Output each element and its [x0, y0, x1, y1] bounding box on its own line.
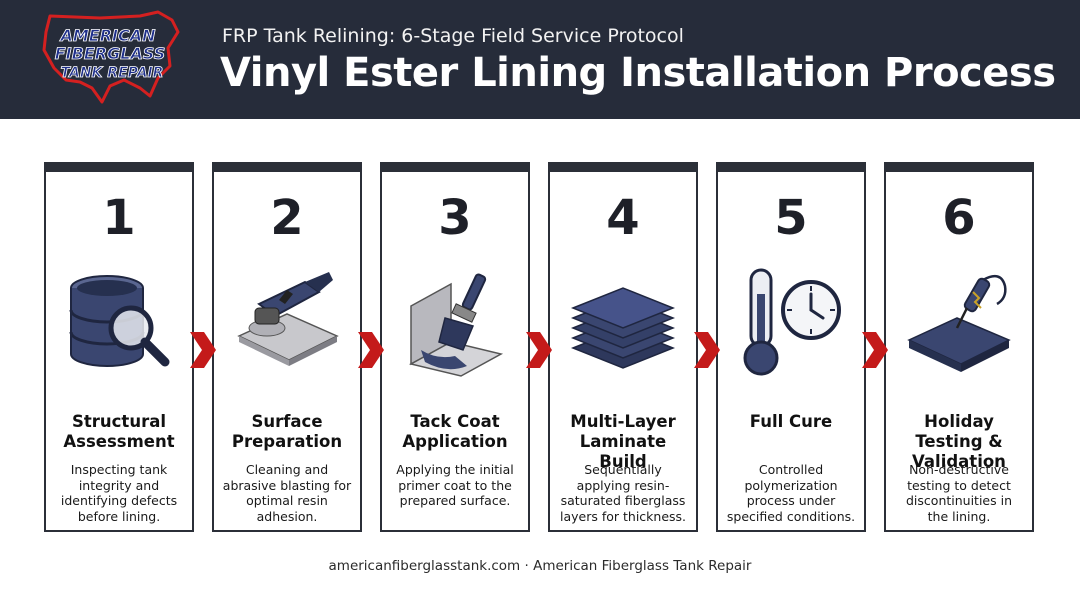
- step-description: Applying the initial primer coat to the …: [396, 462, 514, 508]
- step-number: 2: [270, 190, 304, 246]
- step-title: Holiday Testing & Validation: [912, 412, 1006, 471]
- step-number: 5: [774, 190, 808, 246]
- step-card-5: 5 Full Cure Controlled polymerization pr…: [716, 162, 866, 532]
- step-title: Structural Assessment: [63, 412, 175, 451]
- step-card-1: 1 Structural Assessment Inspecting tank …: [44, 162, 194, 532]
- chevron-right-icon: [526, 332, 552, 368]
- thermometer-clock-icon: [743, 268, 841, 376]
- step-title: Tack Coat Application: [402, 412, 508, 451]
- step-description: Inspecting tank integrity and identifyin…: [60, 462, 178, 524]
- step-card-6: 6 Holiday Testing & Validation Non-destr…: [884, 162, 1034, 532]
- spark-probe-icon: [907, 274, 1011, 372]
- step-number: 1: [102, 190, 136, 246]
- tank-magnifier-icon: [69, 275, 170, 367]
- step-description: Sequentially applying resin-saturated fi…: [559, 462, 687, 524]
- step-title: Full Cure: [749, 412, 833, 431]
- step-description: Controlled polymerization process under …: [726, 462, 856, 524]
- step-number: 4: [606, 190, 640, 246]
- angle-grinder-icon: [237, 272, 339, 366]
- step-description: Non-destructive testing to detect discon…: [906, 462, 1012, 524]
- chevron-right-icon: [358, 332, 384, 368]
- step-title: Multi-Layer Laminate Build: [570, 412, 676, 471]
- chevron-right-icon: [694, 332, 720, 368]
- step-card-2: 2 Surface Preparation Cleaning and abras…: [212, 162, 362, 532]
- step-number: 3: [438, 190, 472, 246]
- step-card-3: 3 Tack Coat Application Applying the ini…: [380, 162, 530, 532]
- logo-line-2: FIBERGLASS: [55, 44, 166, 63]
- step-number: 6: [942, 190, 976, 246]
- company-logo: AMERICAN FIBERGLASS TANK REPAIR: [42, 10, 180, 104]
- header-subtitle: FRP Tank Relining: 6-Stage Field Service…: [222, 25, 684, 47]
- logo-line-3: TANK REPAIR: [61, 65, 164, 81]
- chevron-right-icon: [862, 332, 888, 368]
- step-card-4: 4 Multi-Layer Laminate Build Sequentiall…: [548, 162, 698, 532]
- footer-text: americanfiberglasstank.com · American Fi…: [328, 558, 752, 574]
- paint-brush-icon: [408, 273, 504, 377]
- layered-sheets-icon: [570, 287, 676, 369]
- header-banner: AMERICAN FIBERGLASS TANK REPAIR FRP Tank…: [0, 0, 1080, 119]
- step-title: Surface Preparation: [231, 412, 343, 451]
- step-description: Cleaning and abrasive blasting for optim…: [222, 462, 352, 524]
- chevron-right-icon: [190, 332, 216, 368]
- logo-line-1: AMERICAN: [58, 26, 156, 45]
- page-title: Vinyl Ester Lining Installation Process: [220, 50, 1056, 96]
